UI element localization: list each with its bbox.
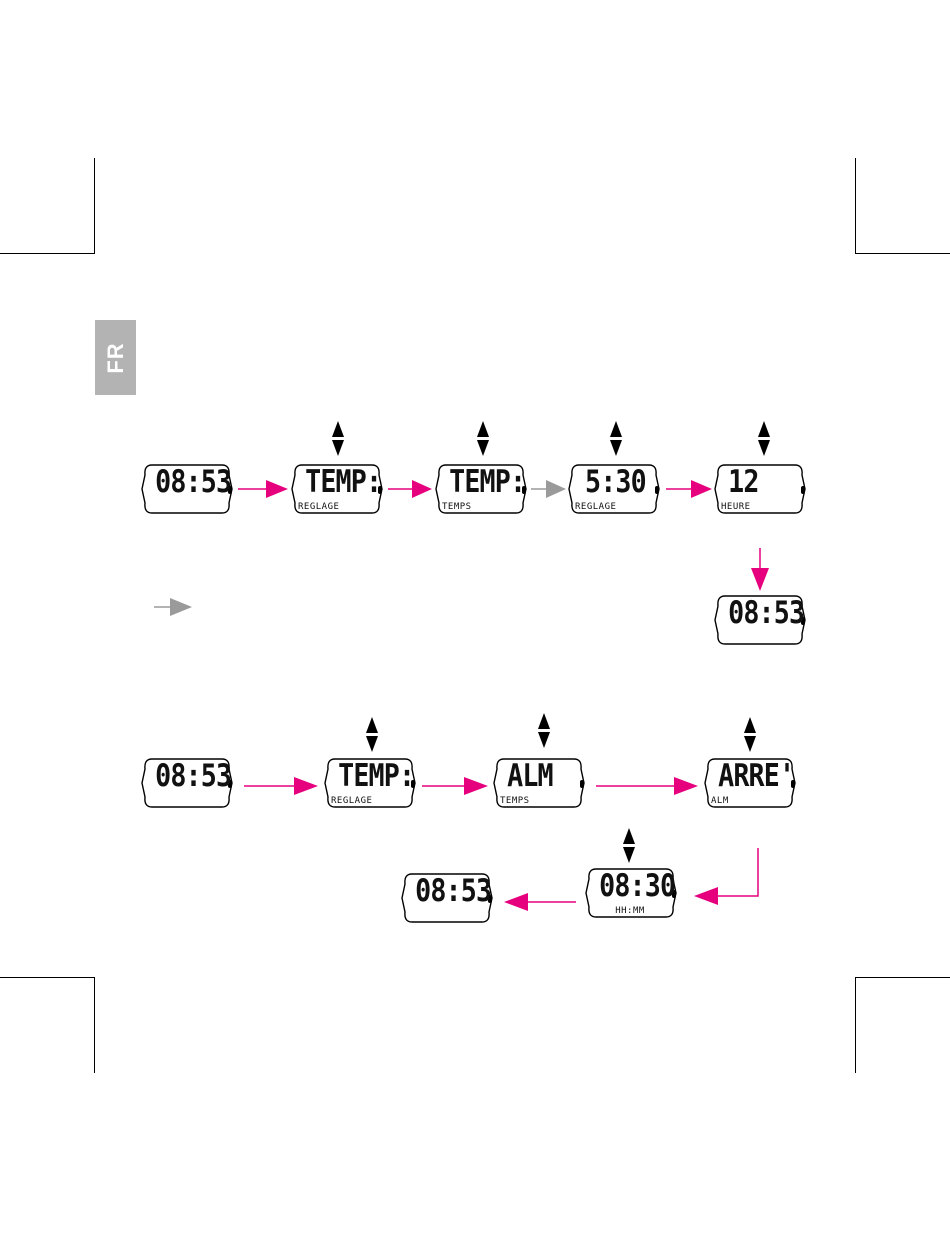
flow-arrow-magenta <box>504 893 576 911</box>
flow-arrow-magenta <box>238 480 288 498</box>
up-down-arrow-icon <box>623 828 635 863</box>
up-down-arrow-icon <box>366 717 378 752</box>
up-down-arrow-icon <box>477 421 489 456</box>
flow-arrow-magenta <box>751 548 769 591</box>
up-down-arrow-icon <box>744 717 756 752</box>
flow-arrow-magenta <box>694 848 758 905</box>
flow-arrow-magenta <box>388 480 432 498</box>
up-down-arrow-icon <box>758 421 770 456</box>
legend-arrow-grey <box>154 598 192 616</box>
flow-arrow-grey <box>531 480 566 498</box>
flow-arrow-magenta <box>422 777 488 795</box>
flow-arrow-magenta <box>666 480 712 498</box>
up-down-arrow-icon <box>538 713 550 748</box>
up-down-arrow-icon <box>332 421 344 456</box>
up-down-arrow-icon <box>610 421 622 456</box>
flow-arrow-magenta <box>244 777 318 795</box>
flow-arrow-magenta <box>596 777 698 795</box>
